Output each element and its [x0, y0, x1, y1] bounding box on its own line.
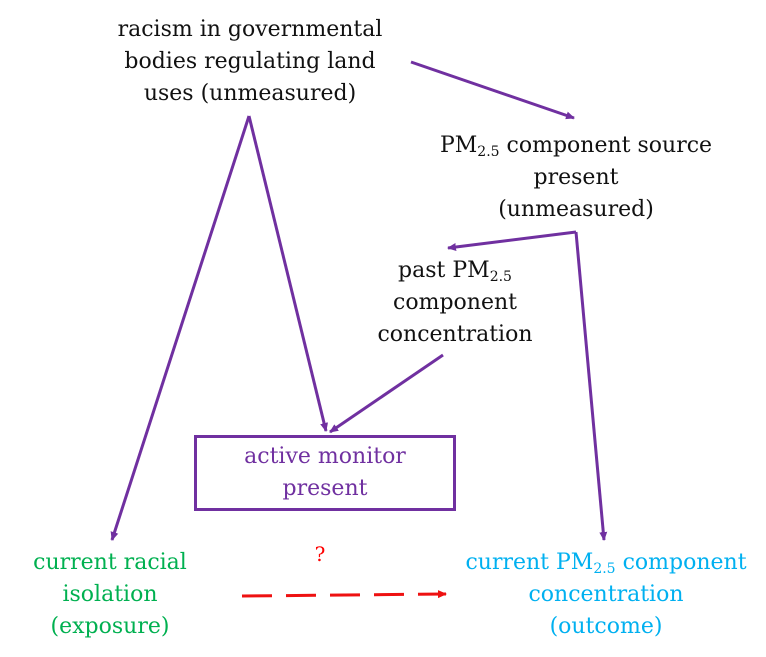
source-line-2: present: [533, 165, 619, 190]
edge-racism-to-monitor: [247, 115, 328, 432]
racism-line-1: racism in governmental: [117, 17, 383, 42]
past-line-2: component: [393, 290, 517, 315]
question-mark-label: ?: [314, 542, 326, 566]
racism-line-2: bodies regulating land: [124, 49, 376, 74]
edge-exposure-to-outcome-dashed: [241, 590, 447, 599]
source-pm-subscript: 2.5: [477, 144, 500, 160]
exposure-line-3: (exposure): [50, 614, 170, 639]
outcome-pm-subscript: 2.5: [593, 561, 616, 577]
edge-racism-to-source: [410, 60, 575, 120]
outcome-line-1-rest: component: [615, 550, 747, 575]
source-line-1: PM2.5 component source: [420, 130, 732, 162]
exposure-line-1: current racial: [33, 550, 187, 575]
monitor-line-2: present: [282, 476, 368, 501]
outcome-pm-text: current PM: [465, 550, 594, 575]
edge-source-to-past: [447, 230, 577, 251]
edge-past-to-monitor: [329, 353, 444, 434]
source-line-1-rest: component source: [499, 133, 713, 158]
past-line-1: past PM2.5: [360, 255, 550, 287]
past-pm-text: past PM: [398, 258, 490, 283]
node-exposure-racial-isolation: current racial isolation (exposure): [15, 547, 205, 643]
edge-racism-to-exposure: [110, 115, 251, 541]
monitor-line-1: active monitor: [244, 444, 406, 469]
past-line-3: concentration: [377, 322, 533, 347]
outcome-line-1: current PM2.5 component: [452, 547, 760, 579]
node-outcome-pm25-concentration: current PM2.5 component concentration (o…: [452, 547, 760, 643]
source-line-3: (unmeasured): [498, 197, 654, 222]
exposure-line-2: isolation: [62, 582, 158, 607]
node-racism-governmental-bodies: racism in governmental bodies regulating…: [98, 14, 402, 110]
source-pm-text: PM: [439, 133, 478, 158]
outcome-line-3: (outcome): [549, 614, 663, 639]
outcome-line-2: concentration: [528, 582, 684, 607]
node-past-pm25-concentration: past PM2.5 component concentration: [360, 255, 550, 351]
edge-source-to-outcome: [574, 231, 608, 541]
node-active-monitor-present: active monitor present: [194, 435, 456, 511]
racism-line-3: uses (unmeasured): [143, 81, 357, 106]
past-pm-subscript: 2.5: [489, 269, 512, 285]
node-pm25-component-source: PM2.5 component source present (unmeasur…: [420, 130, 732, 226]
